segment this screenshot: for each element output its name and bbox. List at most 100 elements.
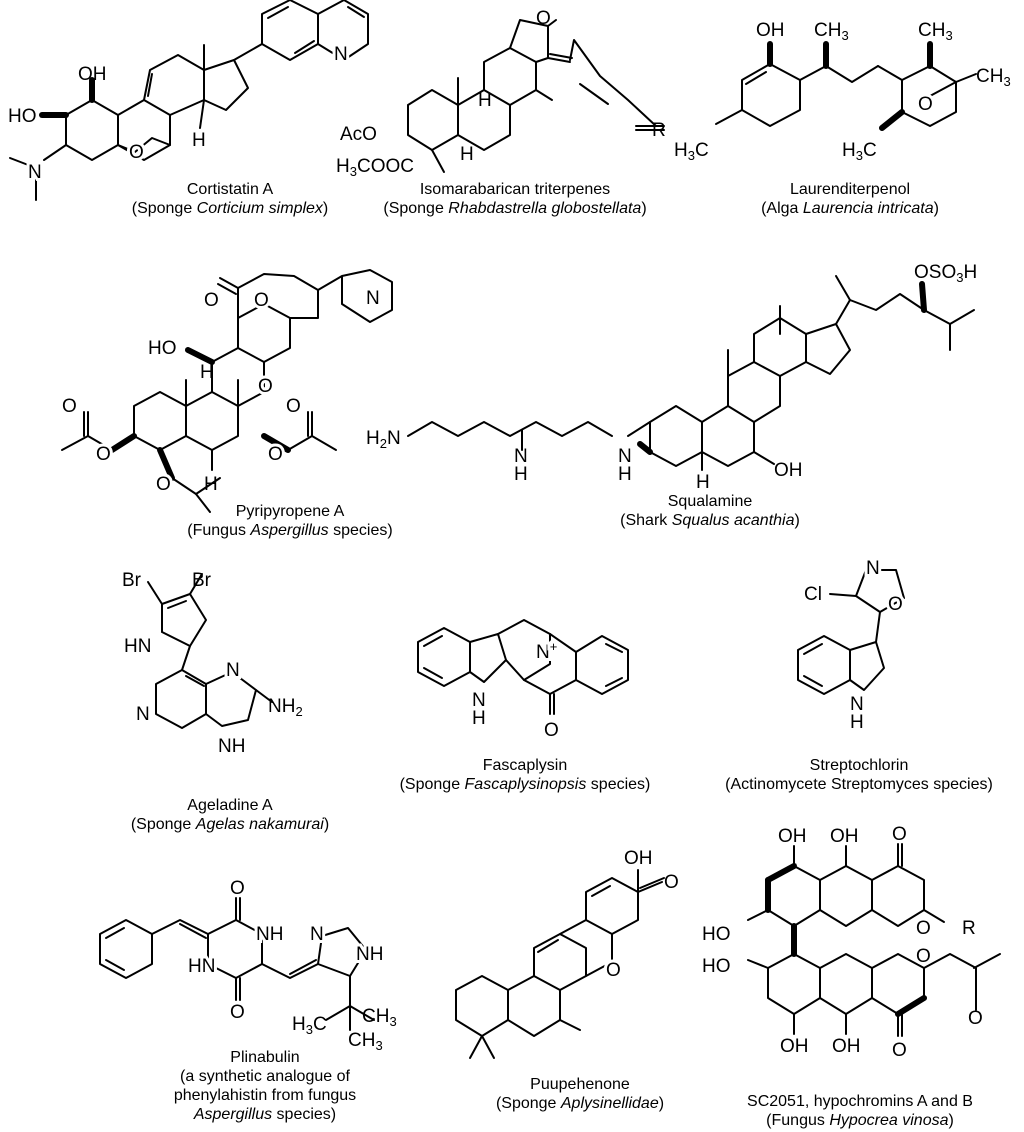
sc2051-oh1-label: OH (778, 826, 807, 847)
cortistatin-h-label: H (192, 130, 206, 151)
streptochlorin-oxazole-o-label: O (888, 594, 903, 615)
pyripyropene-carbonyl-o-label: O (204, 290, 219, 311)
fascaplysin-structure: N+ N H O (417, 619, 629, 741)
puupehenone-ring-o-label: O (606, 960, 621, 981)
pyripyropene-pyridine-n-label: N (366, 288, 380, 309)
pyripyropene-ho-label: HO (148, 338, 177, 359)
compound-desc-line2: phenylahistin from fungus (173, 1087, 357, 1104)
ageladine-pyrrole-hn-label: HN (124, 636, 151, 657)
squalamine-h-label: H (696, 472, 710, 493)
caption-cortistatin-a: Cortistatin A (Sponge Corticium simplex) (80, 180, 380, 218)
sc2051-ho1-label: HO (702, 924, 731, 945)
compound-name: Laurenditerpenol (789, 181, 911, 198)
puupehenone-structure: OH O O (455, 848, 679, 1059)
sc2051-oh4-label: OH (832, 1036, 861, 1057)
caption-pyripyropene-a: Pyripyropene A (Fungus Aspergillus speci… (140, 502, 440, 540)
isomarabarican-ketone-o-label: O (536, 8, 551, 29)
caption-isomarabarican: Isomarabarican triterpenes (Sponge Rhabd… (345, 180, 685, 218)
pyripyropene-pyrone-o-label: O (254, 290, 269, 311)
isomarabarican-h3cooc-label: H3COOC (336, 156, 414, 179)
sc2051-ketone-o-label: O (968, 1008, 983, 1029)
compound-desc-line1: (a synthetic analogue of (180, 1068, 350, 1085)
sc2051-structure: OH OH O HO O R HO O O OH OH O (702, 824, 1001, 1061)
squalamine-nh1-h-label: H (514, 464, 528, 485)
plinabulin-structure: O O NH HN N NH H3C CH3 CH3 (99, 878, 397, 1053)
compound-name: SC2051, hypochromins A and B (747, 1093, 973, 1110)
squalamine-structure: H2N N H N H OH H OSO3H (366, 262, 977, 493)
compound-name: Plinabulin (230, 1049, 300, 1066)
compound-source: (Sponge Aplysinellidae) (495, 1095, 665, 1112)
sc2051-o1-label: O (892, 824, 907, 845)
laurenditerpenol-ch3c-label: CH3 (976, 66, 1011, 89)
sc2051-oh2-label: OH (830, 826, 859, 847)
compound-source: (Fungus Aspergillus species) (187, 522, 393, 539)
compound-source: (Sponge Agelas nakamurai) (130, 816, 330, 833)
compound-name: Squalamine (667, 493, 753, 510)
cortistatin-isoquinoline-n-label: N (334, 44, 348, 65)
cortistatin-a-structure: OH HO N O H N (8, 0, 369, 201)
laurenditerpenol-ch3b-label: CH3 (918, 20, 953, 43)
plinabulin-ch3a-label: CH3 (362, 1006, 397, 1029)
laurenditerpenol-o-label: O (918, 94, 933, 115)
fascaplysin-nh-h-label: H (472, 708, 486, 729)
pyripyropene-ester-o3-label: O (268, 444, 283, 465)
compound-name: Ageladine A (187, 797, 273, 814)
streptochlorin-nh-n-label: N (850, 694, 864, 715)
puupehenone-ketone-o-label: O (664, 872, 679, 893)
sc2051-ring-o2-label: O (916, 946, 931, 967)
laurenditerpenol-oh-label: OH (756, 20, 785, 41)
plinabulin-o1-label: O (230, 878, 245, 899)
ageladine-nh2-label: NH2 (268, 696, 303, 719)
fascaplysin-nh-n-label: N (472, 690, 486, 711)
compound-source: (Alga Laurencia intricata) (761, 200, 939, 217)
pyripyropene-ester-o5-label: O (156, 474, 171, 495)
squalamine-oso3h-label: OSO3H (914, 262, 977, 285)
plinabulin-nh-label: NH (256, 924, 283, 945)
ageladine-imidazole-n-label: N (226, 660, 240, 681)
compound-source: (Sponge Rhabdastrella globostellata) (383, 200, 647, 217)
puupehenone-oh-label: OH (624, 848, 653, 869)
caption-fascaplysin: Fascaplysin (Sponge Fascaplysinopsis spe… (360, 756, 690, 794)
laurenditerpenol-h3c-a-label: H3C (674, 140, 709, 163)
pyripyropene-ring-o-label: O (258, 376, 273, 397)
streptochlorin-oxazole-n-label: N (866, 558, 880, 579)
cortistatin-oh-label: OH (78, 64, 107, 85)
sc2051-ring-o1-label: O (916, 918, 931, 939)
squalamine-oh-label: OH (774, 460, 803, 481)
compound-source: Aspergillus species) (193, 1106, 337, 1123)
isomarabarican-r-label: R (652, 120, 666, 141)
caption-squalamine: Squalamine (Shark Squalus acanthia) (560, 492, 860, 530)
streptochlorin-cl-label: Cl (804, 584, 822, 605)
pyripyropene-ester-o2-label: O (62, 396, 77, 417)
compound-source: (Sponge Corticium simplex) (131, 200, 329, 217)
pyripyropene-ester-o4-label: O (286, 396, 301, 417)
pyripyropene-ester-o1-label: O (96, 444, 111, 465)
sc2051-r-label: R (962, 918, 976, 939)
compound-name: Puupehenone (530, 1076, 630, 1093)
laurenditerpenol-ch3a-label: CH3 (814, 20, 849, 43)
sc2051-oh3-label: OH (780, 1036, 809, 1057)
caption-sc2051: SC2051, hypochromins A and B (Fungus Hyp… (710, 1092, 1010, 1130)
plinabulin-imidazole-n-label: N (310, 924, 324, 945)
pyripyropene-h1-label: H (200, 362, 214, 383)
caption-puupehenone: Puupehenone (Sponge Aplysinellidae) (430, 1075, 730, 1113)
fascaplysin-nplus-label: N+ (536, 639, 557, 663)
compound-name: Cortistatin A (186, 181, 274, 198)
squalamine-nh2-h-label: H (618, 464, 632, 485)
compound-source: (Shark Squalus acanthia) (620, 512, 800, 529)
plinabulin-ch3b-label: CH3 (348, 1030, 383, 1053)
caption-streptochlorin: Streptochlorin (Actinomycete Streptomyce… (700, 756, 1018, 794)
ageladine-br2-label: Br (192, 570, 212, 591)
squalamine-h2n-label: H2N (366, 428, 401, 451)
laurenditerpenol-structure: OH CH3 CH3 CH3 O H3C H3C (674, 20, 1011, 163)
compound-source: (Sponge Fascaplysinopsis species) (399, 776, 651, 793)
sc2051-ho2-label: HO (702, 956, 731, 977)
isomarabarican-h1-label: H (478, 90, 492, 111)
plinabulin-h3c-label: H3C (292, 1014, 327, 1037)
isomarabarican-aco-label: AcO (340, 124, 377, 145)
plinabulin-hn-label: HN (188, 956, 215, 977)
fascaplysin-o-label: O (544, 720, 559, 741)
ageladine-imidazole-nh-label: NH (218, 736, 245, 757)
squalamine-nh2-n-label: N (618, 446, 632, 467)
sc2051-o2-label: O (892, 1040, 907, 1061)
